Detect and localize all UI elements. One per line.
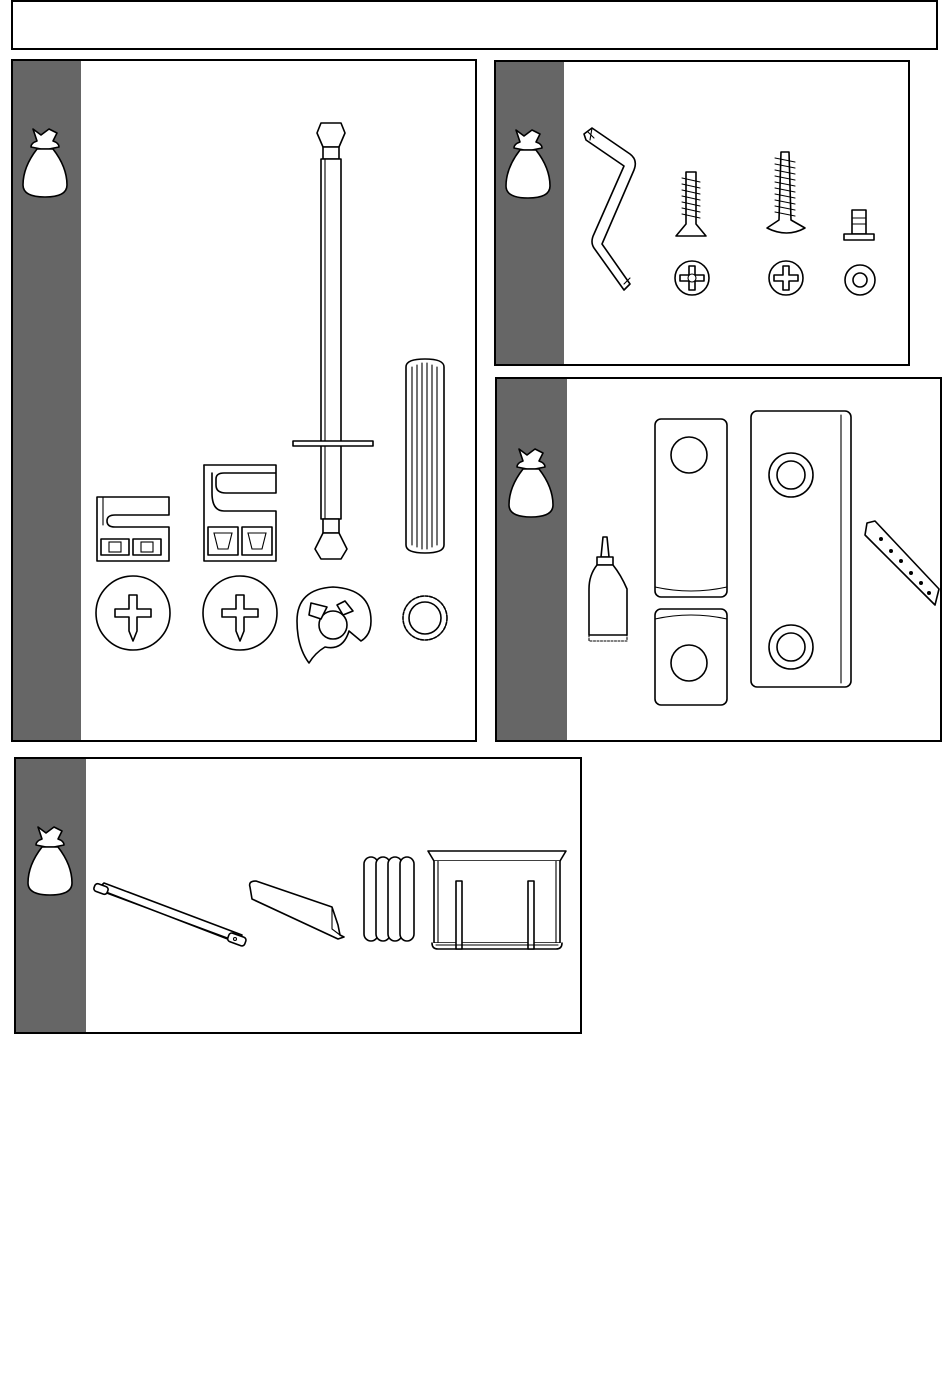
cam-housing-single-part [93, 491, 173, 561]
bag-icon [19, 123, 71, 199]
parts-panel-2 [494, 60, 910, 366]
bag-icon [502, 124, 554, 200]
eccentric-cam-disc-icon [291, 581, 375, 665]
hinge-plate-long-part [651, 415, 731, 600]
mounting-plate-part [747, 407, 857, 692]
dowel-bolt-part [291, 119, 375, 564]
shelf-support-bracket-part [244, 877, 354, 947]
phillips-head-icon [766, 258, 806, 298]
glue-tube-part [583, 535, 633, 645]
cross-screw-head-icon [200, 573, 280, 653]
panel-strip [497, 379, 567, 740]
parts-panel-3 [495, 377, 942, 742]
perforated-strip-part [859, 519, 939, 619]
rod-with-end-caps-part [92, 879, 252, 949]
washer-icon [840, 260, 880, 300]
allen-key-part [578, 124, 648, 294]
countersunk-screw-part [668, 168, 714, 244]
header-box [11, 0, 938, 50]
pozidriv-head-icon [672, 258, 712, 298]
parts-panel-4 [14, 757, 582, 1034]
parts-panel-1 [11, 59, 477, 742]
felt-pads-part [362, 853, 418, 945]
bag-icon [505, 443, 557, 519]
dowel-end-icon [400, 593, 450, 643]
insert-nut-part [840, 206, 880, 246]
wood-screw-part [761, 150, 811, 240]
panel-strip [496, 62, 564, 364]
cross-screw-head-icon [93, 573, 173, 653]
wood-dowel-part [400, 357, 450, 557]
drawer-runner-clip-part [422, 847, 572, 953]
hinge-plate-short-part [651, 605, 731, 710]
bag-icon [24, 821, 76, 897]
cam-housing-double-part [200, 463, 280, 561]
